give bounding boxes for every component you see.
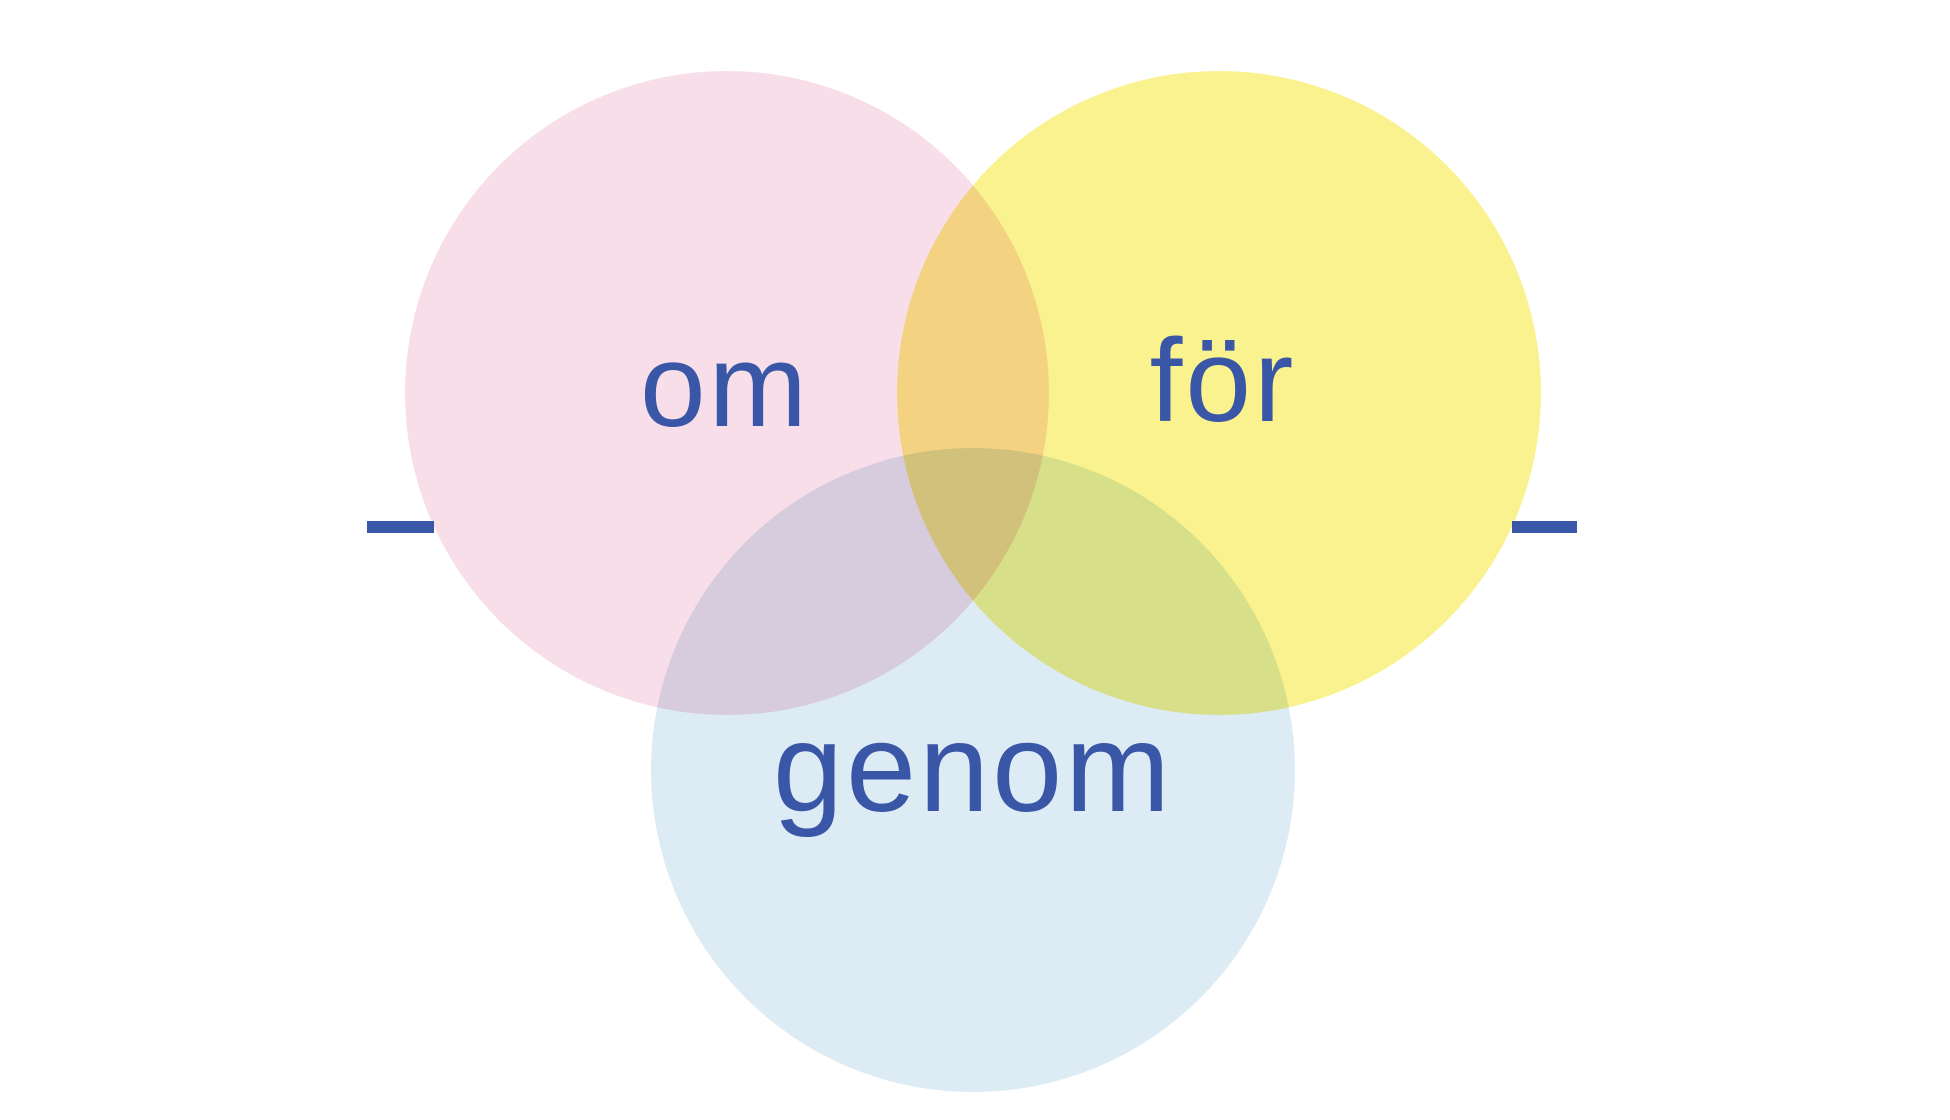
venn-label-genom: genom (772, 697, 1174, 838)
venn-label-om: om (640, 320, 810, 452)
venn-circle-genom (651, 448, 1295, 1092)
left-dash-line (367, 521, 434, 533)
right-dash-line (1512, 521, 1577, 533)
venn-label-for: för (1149, 315, 1297, 447)
